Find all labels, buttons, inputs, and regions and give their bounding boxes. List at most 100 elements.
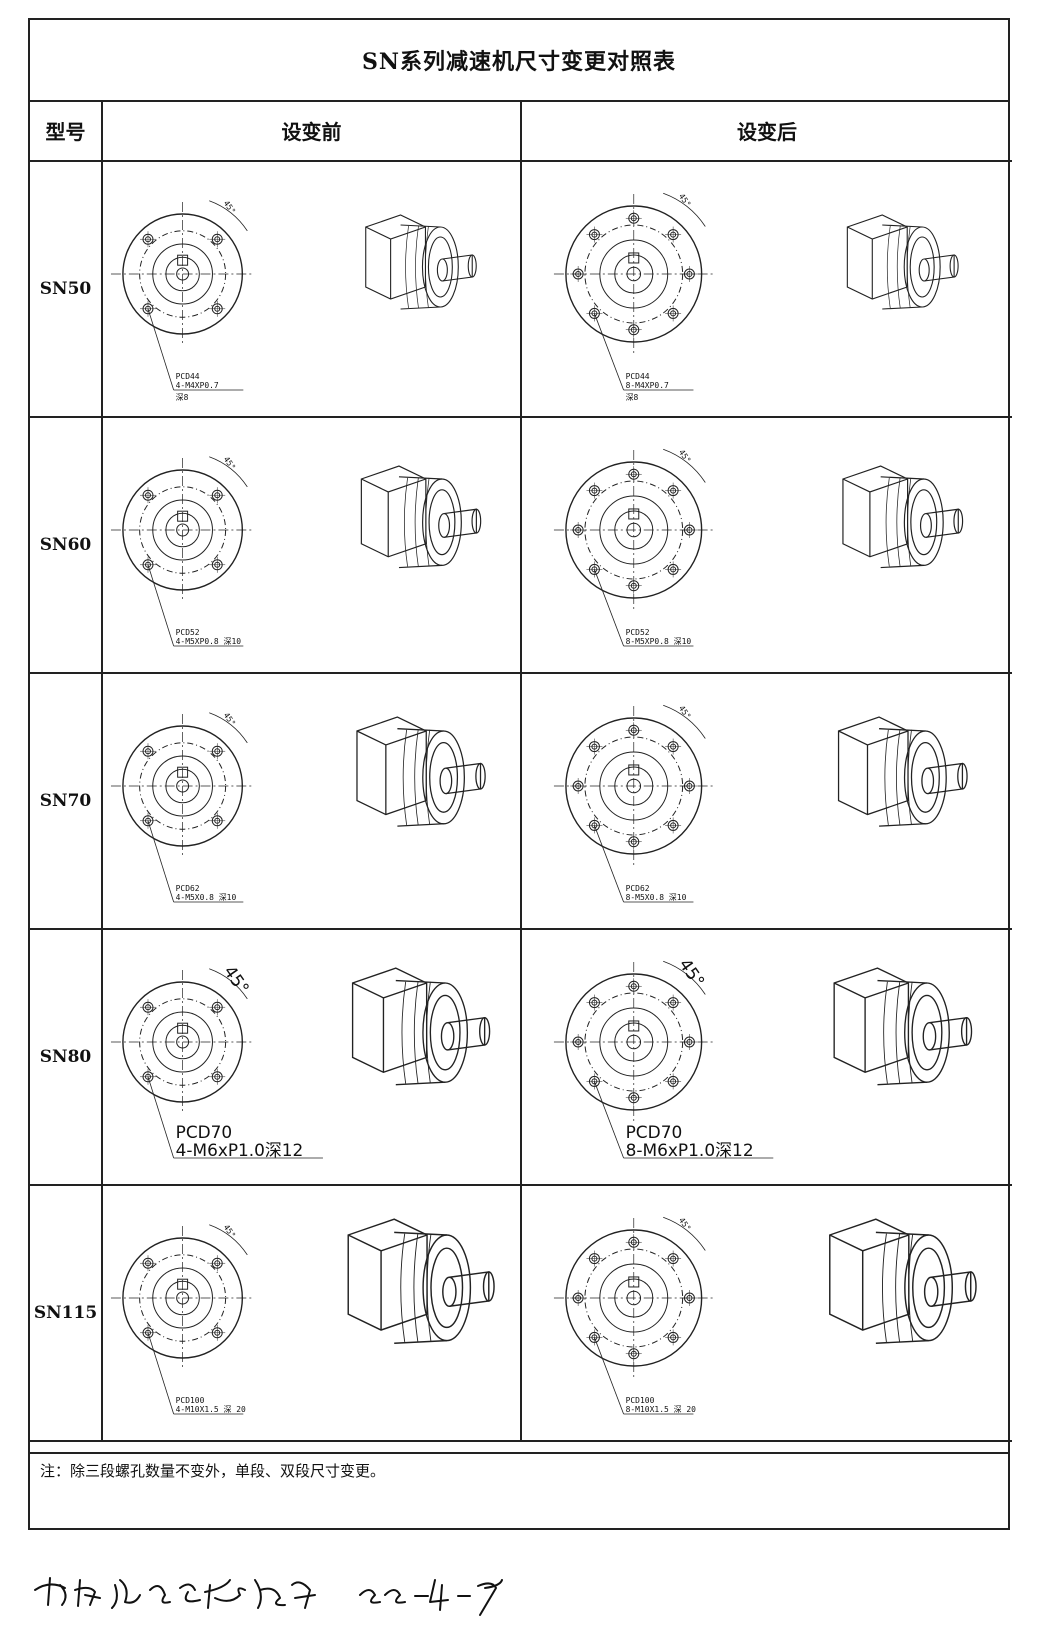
angle-label: 45°: [222, 711, 238, 728]
spec-label: 8-M6xP1.0深12: [626, 1141, 754, 1161]
gearbox-isometric-view: [842, 465, 964, 569]
pcd-label: PCD44: [176, 372, 200, 381]
flange-front-view: [110, 458, 255, 602]
bolt-hole: [625, 978, 642, 995]
bolt-hole: [665, 1073, 682, 1090]
bolt-hole: [140, 1255, 156, 1272]
bolt-hole: [665, 561, 682, 578]
flange-front-view: [110, 714, 255, 858]
bolt-hole: [140, 231, 156, 248]
gearbox-isometric-view: [356, 716, 486, 827]
leader-line: [147, 1076, 175, 1159]
spec-label: 8-M5XP0.8 深10: [626, 637, 692, 646]
handwritten-signature: [30, 1550, 530, 1620]
angle-arc: [663, 192, 706, 227]
angle-arc: [663, 704, 706, 739]
pcd-label: PCD52: [626, 628, 650, 637]
bolt-hole: [209, 231, 226, 248]
spec-label: 4-M4XP0.7: [176, 381, 219, 390]
leader-line: [594, 825, 624, 903]
bolt-hole: [586, 482, 603, 499]
angle-arc: [209, 456, 248, 488]
bolt-hole: [570, 1034, 587, 1050]
gearbox-isometric-view: [833, 967, 973, 1086]
angle-arc: [663, 1216, 706, 1251]
bolt-hole: [570, 266, 587, 282]
spec-label: 4-M6xP1.0深12: [176, 1140, 304, 1160]
model-label: SN70: [30, 672, 103, 930]
bolt-hole: [140, 487, 156, 504]
bolt-hole: [570, 1290, 587, 1306]
gearbox-isometric-view: [347, 1218, 495, 1344]
angle-label: 45°: [677, 192, 693, 209]
note-section: 注：除三段螺孔数量不变外，单段、双段尺寸变更。: [30, 1452, 1008, 1532]
bolt-hole: [140, 999, 156, 1016]
gearbox-isometric-view: [360, 465, 482, 569]
bolt-hole: [586, 1329, 603, 1346]
angle-label: 45°: [677, 448, 693, 465]
angle-label: 45°: [222, 455, 238, 472]
spec-label: 4-M5X0.8 深10: [176, 893, 237, 902]
bolt-hole: [665, 1250, 682, 1267]
pcd-label: PCD70: [176, 1122, 233, 1142]
flange-front-view: [553, 194, 714, 354]
angle-label: 45°: [220, 962, 254, 998]
angle-arc: [209, 200, 248, 232]
model-label: SN60: [30, 416, 103, 674]
bolt-hole: [625, 1089, 642, 1106]
bolt-hole: [625, 210, 642, 227]
bolt-hole: [665, 817, 682, 834]
bolt-hole: [681, 266, 698, 282]
bolt-hole: [209, 999, 226, 1016]
note-text: 注：除三段螺孔数量不变外，单段、双段尺寸变更。: [40, 1462, 386, 1480]
angle-label: 45°: [222, 199, 238, 216]
bolt-hole: [209, 812, 226, 829]
bolt-hole: [209, 743, 226, 760]
bolt-hole: [209, 487, 226, 504]
leader-line: [594, 1337, 624, 1415]
pcd-label: PCD100: [626, 1396, 655, 1405]
leader-line: [594, 1081, 624, 1159]
bolt-hole: [665, 305, 682, 322]
depth-label: 深8: [626, 393, 639, 402]
gearbox-isometric-view: [351, 967, 491, 1086]
depth-label: 深8: [176, 393, 189, 402]
angle-label: 45°: [674, 955, 708, 991]
model-label: SN115: [30, 1184, 103, 1442]
angle-arc: [663, 448, 706, 483]
bolt-hole: [665, 226, 682, 243]
gearbox-isometric-view: [829, 1218, 977, 1344]
bolt-hole: [681, 778, 698, 794]
gearbox-isometric-view: [365, 214, 477, 310]
gearbox-isometric-view: [846, 214, 959, 310]
bolt-hole: [625, 466, 642, 483]
leader-line: [594, 569, 624, 647]
bolt-hole: [209, 1068, 226, 1085]
angle-label: 45°: [677, 1216, 693, 1233]
page-title: SN系列减速机尺寸变更对照表: [30, 20, 1008, 102]
spec-label: 8-M4XP0.7: [626, 381, 669, 390]
bolt-hole: [681, 522, 698, 538]
angle-arc: [209, 968, 248, 1000]
bolt-hole: [586, 1250, 603, 1267]
leader-line: [147, 564, 175, 647]
model-label: SN50: [30, 160, 103, 418]
model-label: SN80: [30, 928, 103, 1186]
bolt-hole: [665, 994, 682, 1011]
bolt-hole: [625, 722, 642, 739]
spec-label: 8-M5X0.8 深10: [626, 893, 687, 902]
leader-line: [594, 313, 624, 391]
angle-label: 45°: [222, 1223, 238, 1240]
